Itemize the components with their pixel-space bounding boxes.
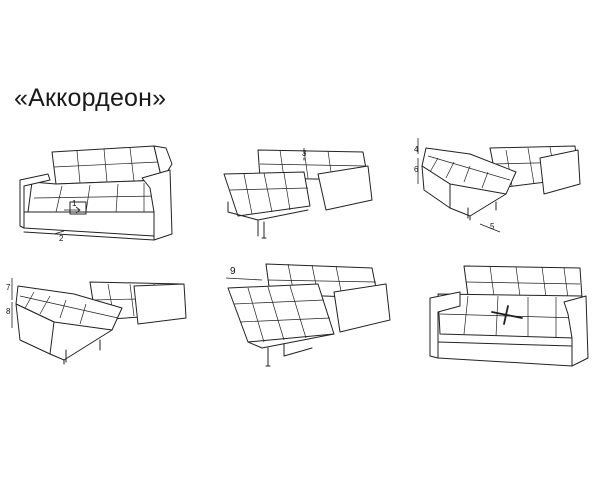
mark-9: 9 [230, 266, 236, 277]
step-6-bed-unfolded [424, 262, 594, 372]
mark-5: 5 [490, 222, 495, 231]
step-3-back-lifted: 4 6 5 [410, 128, 590, 243]
mark-7: 7 [6, 283, 11, 292]
page-title: «Аккордеон» [14, 84, 167, 112]
step-1-sofa-folded: 1 2 [12, 140, 187, 250]
mark-2: 2 [59, 234, 64, 243]
mark-1: 1 [72, 199, 77, 208]
mark-4: 4 [414, 145, 419, 154]
mark-3: 3 [302, 149, 307, 158]
step-5-bed-unfolding: 9 [222, 262, 402, 377]
step-4-second-lift: 7 8 [4, 270, 194, 380]
mark-8: 8 [6, 307, 11, 316]
mark-6: 6 [414, 165, 419, 174]
step-2-seat-pulled: 3 [218, 140, 393, 250]
